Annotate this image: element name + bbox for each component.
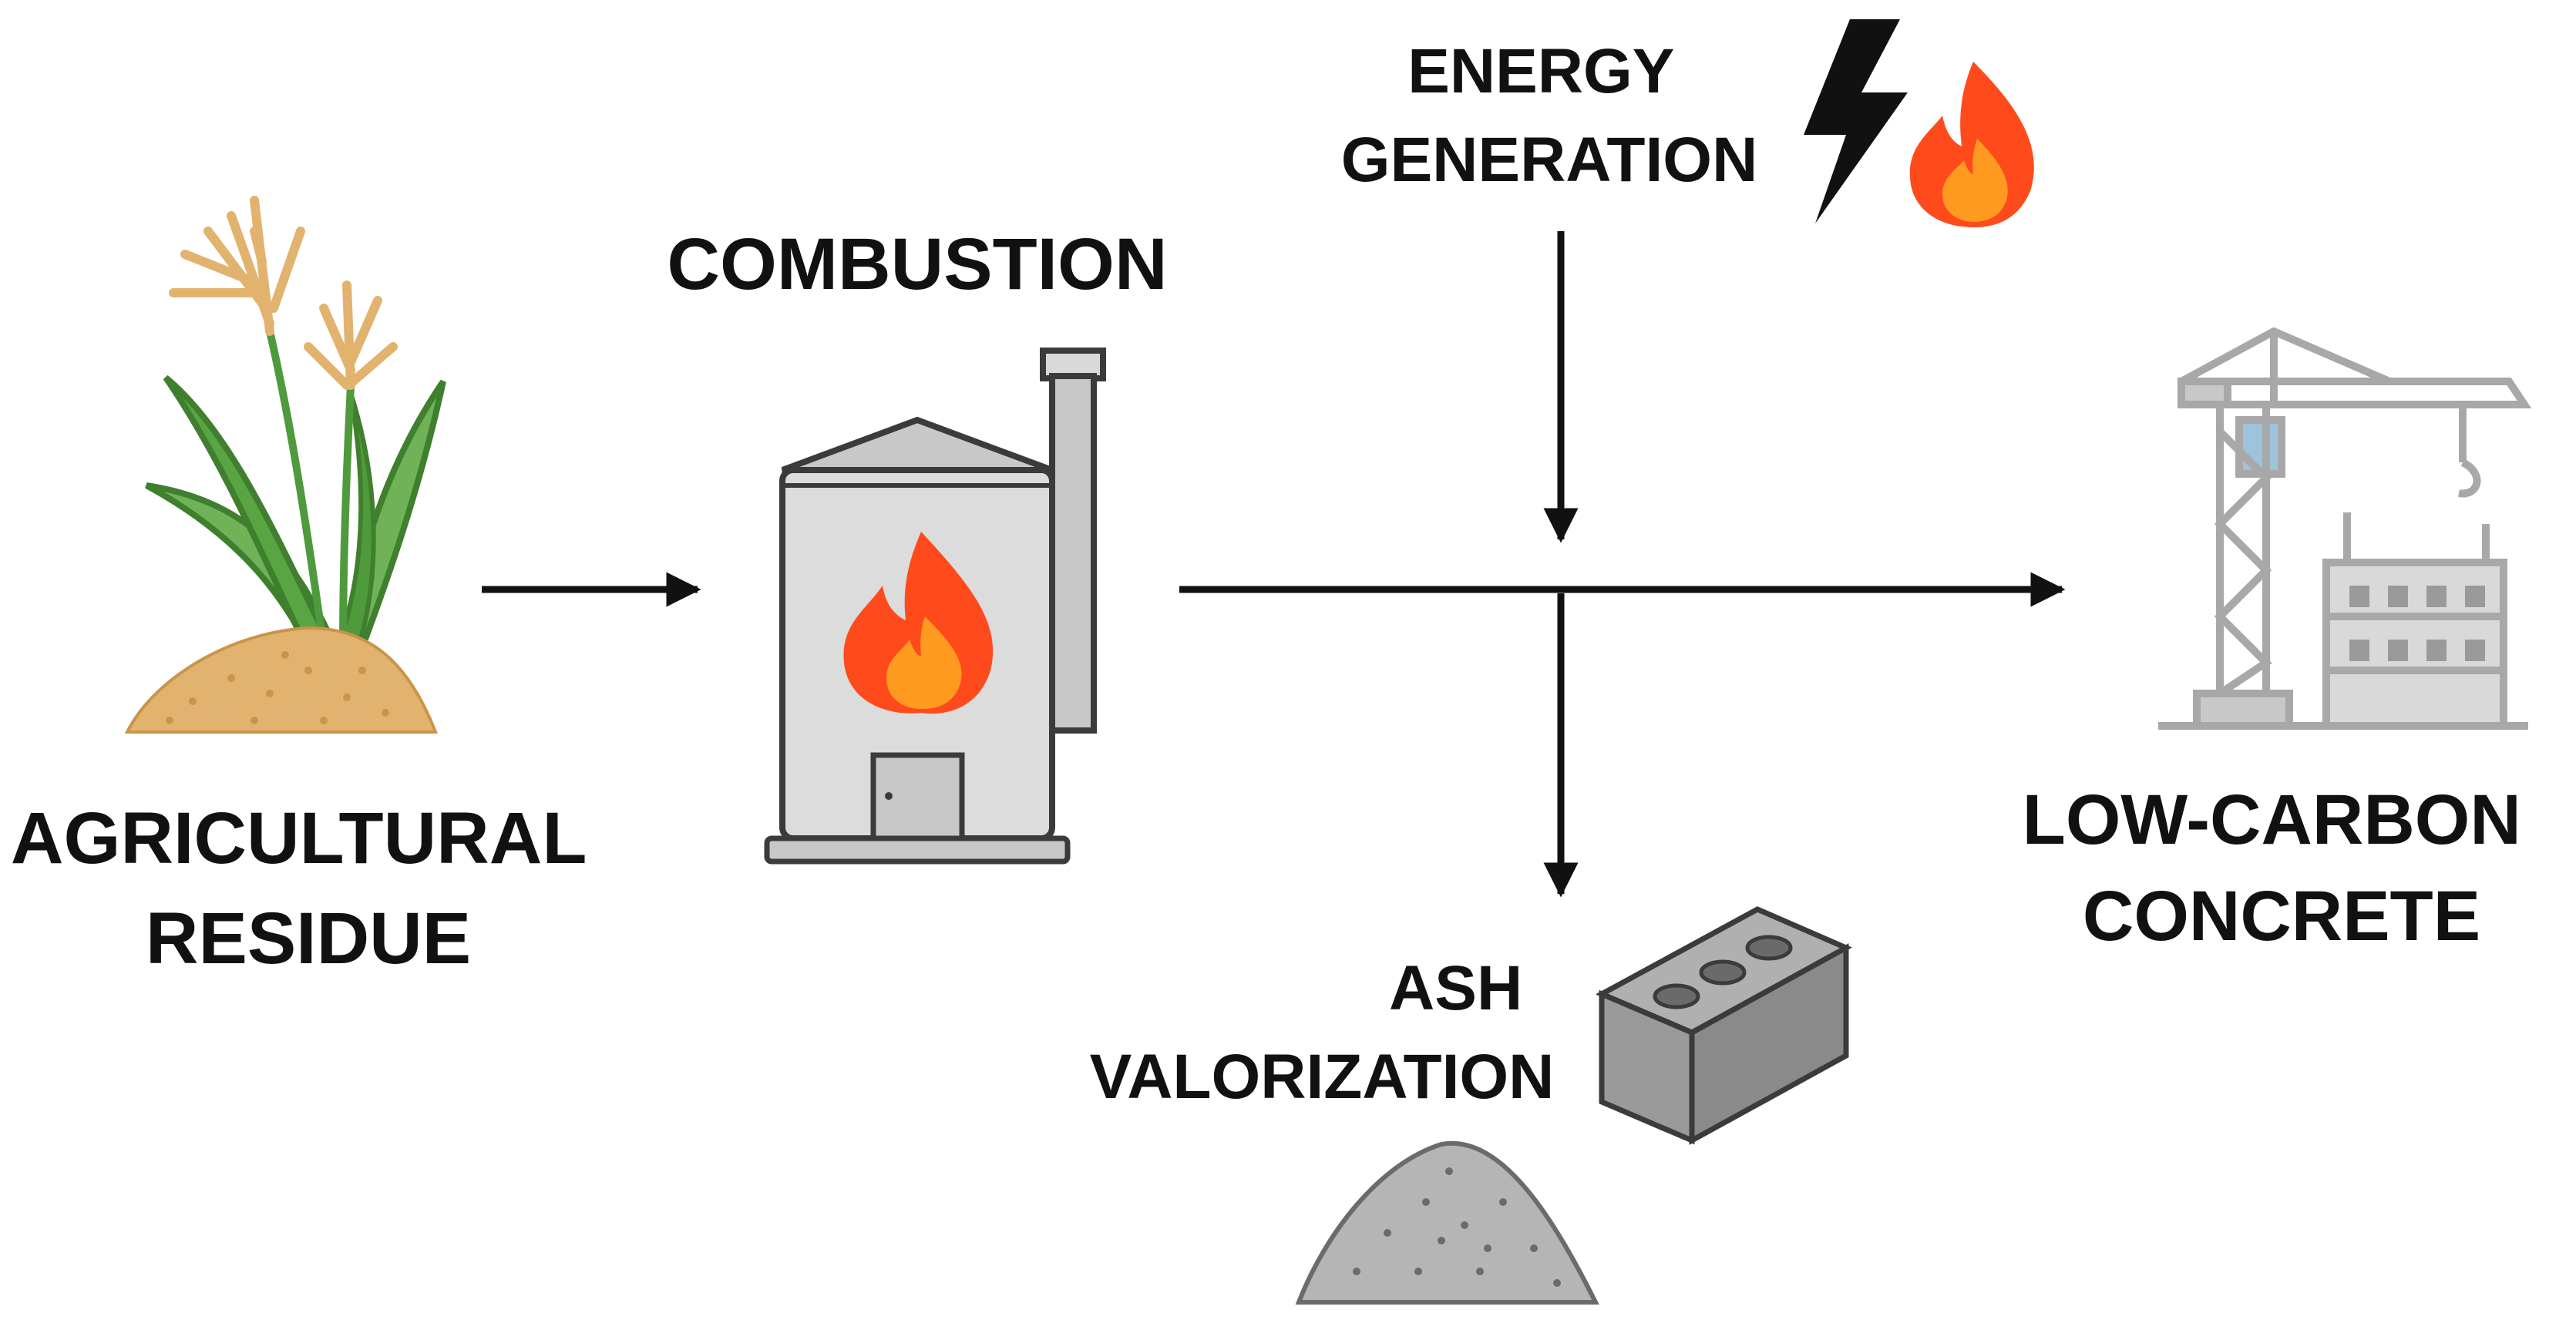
tower-crane-icon — [2177, 327, 2532, 730]
grain-pile-icon — [124, 626, 438, 734]
low-carbon-concrete-label: LOW-CARBON CONCRETE — [2023, 781, 2541, 955]
flame-icon — [843, 532, 994, 714]
agricultural-residue-label: AGRICULTURAL RESIDUE — [11, 798, 606, 979]
boiler-furnace-icon — [764, 348, 1106, 865]
building-under-construction-icon — [2158, 512, 2528, 730]
ash-valorization-label: ASH VALORIZATION — [1090, 953, 1555, 1112]
rice-plant-icon — [145, 196, 446, 651]
flame-icon — [1909, 62, 2034, 227]
energy-generation-label: ENERGY GENERATION — [1341, 36, 1758, 195]
lightning-bolt-icon — [1804, 19, 1908, 223]
ash-pile-icon — [1295, 1140, 1599, 1305]
concrete-block-icon — [1595, 906, 1852, 1145]
combustion-label: COMBUSTION — [667, 223, 1167, 305]
